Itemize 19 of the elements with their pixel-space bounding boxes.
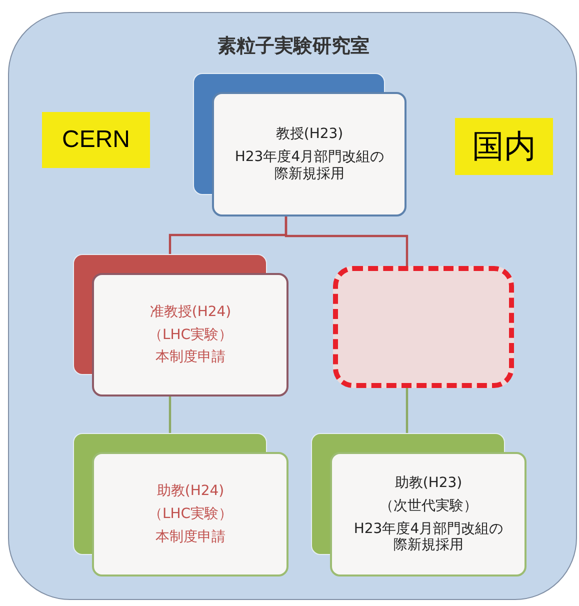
position-title: 助教(H24) bbox=[156, 483, 224, 500]
position-note: H23年度4月部門改組の際新規採用 bbox=[234, 149, 384, 183]
position-note: 本制度申請 bbox=[156, 528, 226, 546]
connector-line bbox=[284, 216, 408, 266]
position-title: 准教授(H24) bbox=[150, 304, 232, 321]
position-note: （次世代実験） bbox=[380, 498, 478, 514]
lab-panel bbox=[8, 12, 577, 600]
position-note: （LHC実験） bbox=[148, 326, 233, 344]
region-label: CERN bbox=[42, 112, 150, 168]
position-title: 助教(H23) bbox=[394, 474, 462, 492]
position-note: （LHC実験） bbox=[148, 506, 233, 523]
position-title: 教授(H23) bbox=[276, 126, 344, 144]
region-label: 国内 bbox=[455, 118, 553, 175]
connector-line bbox=[406, 388, 408, 433]
position-note: H23年度4月部門改組の際新規採用 bbox=[354, 520, 504, 554]
panel-heading: 素粒子実験研究室 bbox=[216, 35, 370, 59]
position-note: 本制度申請 bbox=[156, 349, 226, 366]
empty-position-box bbox=[333, 266, 514, 388]
connector-line bbox=[168, 396, 172, 433]
